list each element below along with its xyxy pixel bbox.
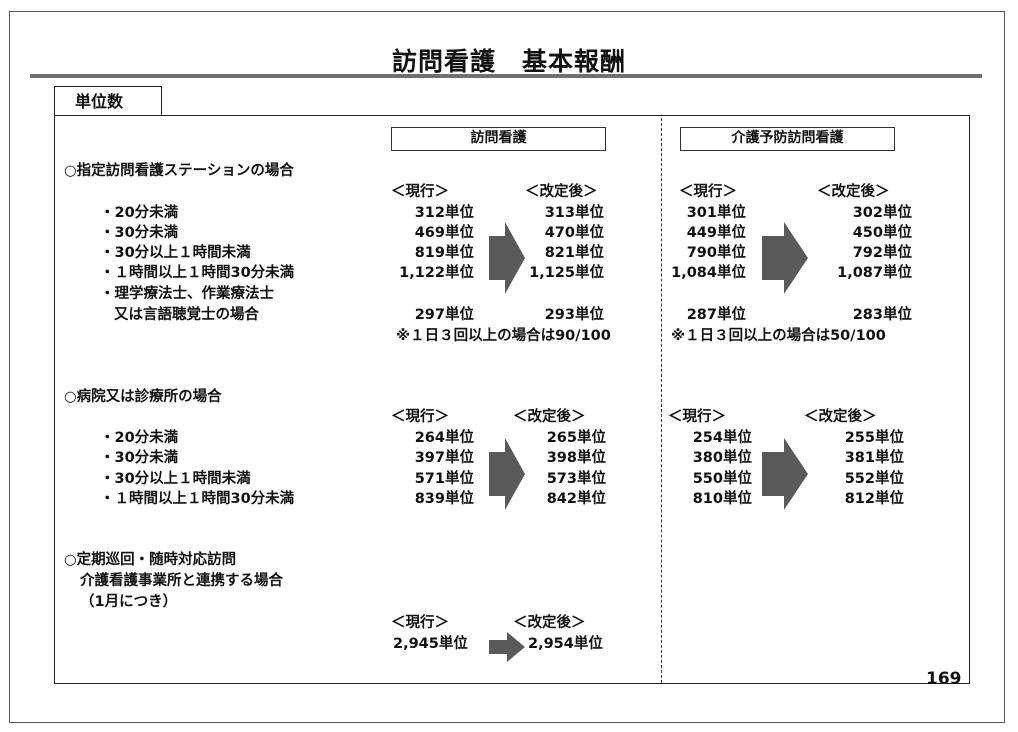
section1-heading: ○指定訪問看護ステーションの場合 — [64, 163, 294, 179]
arrow-right-icon — [762, 438, 808, 510]
arrow-right-icon — [489, 222, 525, 294]
s2-y-new: 812単位 — [844, 491, 904, 507]
content-box — [54, 115, 970, 684]
page-number: 169 — [926, 669, 962, 689]
s1-row-label: ・20分未満 — [100, 205, 179, 221]
s1-h-old: 469単位 — [414, 225, 474, 241]
s1-therapist-y-new: 283単位 — [852, 307, 912, 323]
s1-h-new: 313単位 — [544, 205, 604, 221]
s2-row-label: ・20分未満 — [100, 430, 179, 446]
s2-row-label: ・１時間以上１時間30分未満 — [100, 491, 295, 507]
s1-yobou-genkou: ＜現行＞ — [679, 184, 737, 200]
s2-y-old: 380単位 — [692, 450, 752, 466]
s1-houmon-kaiteigo: ＜改定後＞ — [525, 184, 598, 200]
s1-h-new: 470単位 — [544, 225, 604, 241]
slide-frame — [9, 11, 1005, 723]
s1-y-old: 1,084単位 — [671, 265, 746, 281]
s1-row-label: ・30分未満 — [100, 225, 179, 241]
s2-y-old: 254単位 — [692, 430, 752, 446]
s1-h-old: 1,122単位 — [399, 265, 474, 281]
s1-therapist-y-old: 287単位 — [686, 307, 746, 323]
s1-note-houmon: ※１日３回以上の場合は90/100 — [396, 328, 611, 344]
s1-therapist-label-1: ・理学療法士、作業療法士 — [100, 286, 274, 302]
s1-y-new: 1,087単位 — [837, 265, 912, 281]
column-divider — [661, 118, 662, 683]
section2-heading: ○病院又は診療所の場合 — [64, 389, 222, 405]
s2-y-old: 550単位 — [692, 471, 752, 487]
s1-y-old: 449単位 — [686, 225, 746, 241]
s2-h-old: 397単位 — [414, 450, 474, 466]
s1-therapist-h-old: 297単位 — [414, 307, 474, 323]
arrow-right-icon — [762, 222, 808, 294]
s1-therapist-h-new: 293単位 — [544, 307, 604, 323]
s2-y-new: 552単位 — [844, 471, 904, 487]
s1-row-label: ・１時間以上１時間30分未満 — [100, 265, 295, 281]
header-houmon: 訪問看護 — [391, 127, 606, 151]
page-title: 訪問看護 基本報酬 — [391, 47, 626, 76]
s3-kaiteigo: ＜改定後＞ — [513, 615, 586, 631]
section3-heading-2: 介護看護事業所と連携する場合 — [80, 573, 283, 589]
s2-h-new: 842単位 — [546, 491, 606, 507]
s3-h-old: 2,945単位 — [393, 636, 468, 652]
title-rule — [30, 74, 982, 78]
header-yobou: 介護予防訪問看護 — [680, 127, 895, 151]
s1-y-old: 301単位 — [686, 205, 746, 221]
arrow-right-icon — [489, 632, 525, 662]
s2-houmon-kaiteigo: ＜改定後＞ — [513, 409, 586, 425]
s3-genkou: ＜現行＞ — [391, 615, 449, 631]
s1-h-old: 819単位 — [414, 245, 474, 261]
s1-note-yobou: ※１日３回以上の場合は50/100 — [671, 328, 886, 344]
section3-heading-1: ○定期巡回・随時対応訪問 — [64, 552, 237, 568]
s2-h-old: 264単位 — [414, 430, 474, 446]
s2-h-old: 839単位 — [414, 491, 474, 507]
arrow-right-icon — [489, 438, 525, 510]
s1-therapist-label-2: 又は言語聴覚士の場合 — [114, 307, 259, 323]
section3-heading-3: （1月につき） — [80, 594, 178, 610]
s3-h-new: 2,954単位 — [528, 636, 603, 652]
s1-h-old: 312単位 — [414, 205, 474, 221]
units-tab-label: 単位数 — [54, 86, 162, 116]
s1-row-label: ・30分以上１時間未満 — [100, 245, 251, 261]
s2-y-new: 381単位 — [844, 450, 904, 466]
s1-y-new: 792単位 — [852, 245, 912, 261]
s2-row-label: ・30分未満 — [100, 450, 179, 466]
s1-y-old: 790単位 — [686, 245, 746, 261]
s2-row-label: ・30分以上１時間未満 — [100, 471, 251, 487]
s1-h-new: 1,125単位 — [529, 265, 604, 281]
s1-y-new: 450単位 — [852, 225, 912, 241]
s2-y-old: 810単位 — [692, 491, 752, 507]
s2-houmon-genkou: ＜現行＞ — [391, 409, 449, 425]
s2-h-old: 571単位 — [414, 471, 474, 487]
s2-h-new: 398単位 — [546, 450, 606, 466]
s2-yobou-kaiteigo: ＜改定後＞ — [804, 409, 877, 425]
s1-houmon-genkou: ＜現行＞ — [391, 184, 449, 200]
s2-h-new: 265単位 — [546, 430, 606, 446]
s1-yobou-kaiteigo: ＜改定後＞ — [817, 184, 890, 200]
s1-h-new: 821単位 — [544, 245, 604, 261]
s2-yobou-genkou: ＜現行＞ — [668, 409, 726, 425]
s2-y-new: 255単位 — [844, 430, 904, 446]
s2-h-new: 573単位 — [546, 471, 606, 487]
s1-y-new: 302単位 — [852, 205, 912, 221]
